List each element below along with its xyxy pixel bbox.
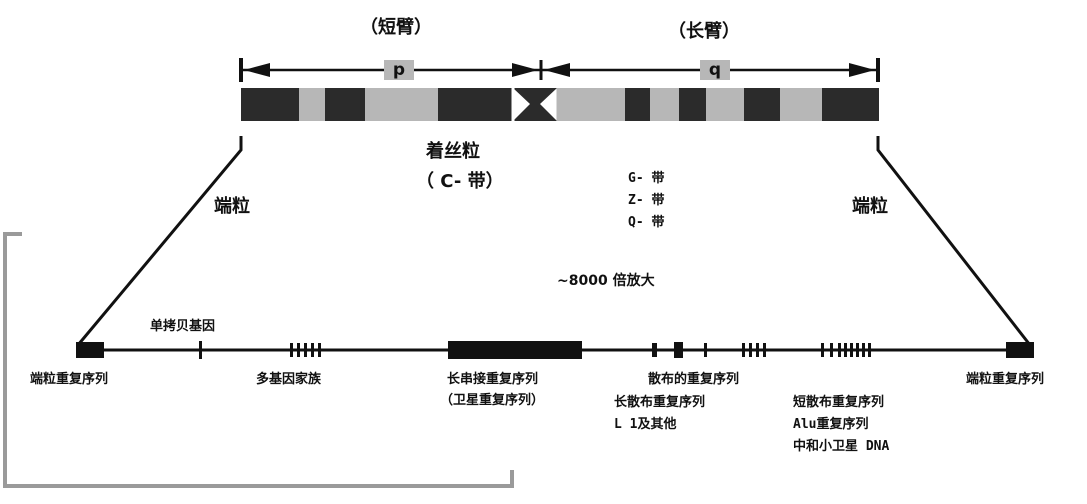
bracket-frame [3, 232, 514, 488]
band-q2 [679, 88, 706, 121]
magnification-label: ~8000 倍放大 [557, 273, 655, 289]
telomere-repeat-label-right: 端粒重复序列 [966, 372, 1045, 387]
satellite-repeat-label: （卫星重复序列） [440, 393, 545, 408]
arrowhead-p-left [244, 63, 270, 77]
q-band-label: Q- 带 [628, 215, 665, 230]
p-arm-letter: p [384, 60, 414, 80]
dispersed-repeat-marks [652, 342, 871, 358]
band-p1 [241, 88, 299, 121]
arrowhead-p-right [512, 63, 538, 77]
g-band-label: G- 带 [628, 171, 665, 186]
telomere-repeat-block-right [1006, 342, 1034, 358]
alu-repeat-label: Alu重复序列 [793, 417, 869, 432]
line-repeat-label: 长散布重复序列 [614, 395, 706, 410]
satellite-repeat-block [448, 341, 582, 359]
band-q3 [744, 88, 780, 121]
expansion-line-left [76, 136, 243, 346]
arrowhead-q-left [544, 63, 570, 77]
telomere-label-left: 端粒 [214, 196, 250, 217]
expansion-line-right [876, 136, 1032, 346]
line-other-label: L 1及其他 [614, 417, 677, 432]
band-q1 [625, 88, 650, 121]
minisatellite-label: 中和小卫星 DNA [793, 439, 890, 454]
short-arm-label: （短臂） [360, 17, 432, 38]
band-p3 [438, 88, 513, 121]
telomere-label-right: 端粒 [852, 196, 888, 217]
z-band-label: Z- 带 [628, 193, 665, 208]
single-copy-gene-mark [199, 341, 202, 359]
sine-repeat-label: 短散布重复序列 [793, 395, 885, 410]
single-copy-gene-label: 单拷贝基因 [150, 319, 216, 334]
multigene-family-marks [290, 343, 321, 357]
long-arm-label: （长臂） [668, 21, 740, 42]
centromere-label: 着丝粒 [426, 141, 480, 162]
long-tandem-repeat-label: 长串接重复序列 [447, 372, 539, 387]
band-p2 [325, 88, 365, 121]
telomere-repeat-label-left: 端粒重复序列 [30, 372, 109, 387]
multigene-family-label: 多基因家族 [256, 372, 322, 387]
band-q4 [822, 88, 879, 121]
centromere-shape [513, 88, 557, 121]
centromere-sub-label: （ C- 带） [416, 171, 504, 192]
q-arm-letter: q [700, 60, 730, 80]
telomere-repeat-block-left [76, 342, 104, 358]
dispersed-repeat-label: 散布的重复序列 [648, 372, 740, 387]
arrowhead-q-right [849, 63, 875, 77]
